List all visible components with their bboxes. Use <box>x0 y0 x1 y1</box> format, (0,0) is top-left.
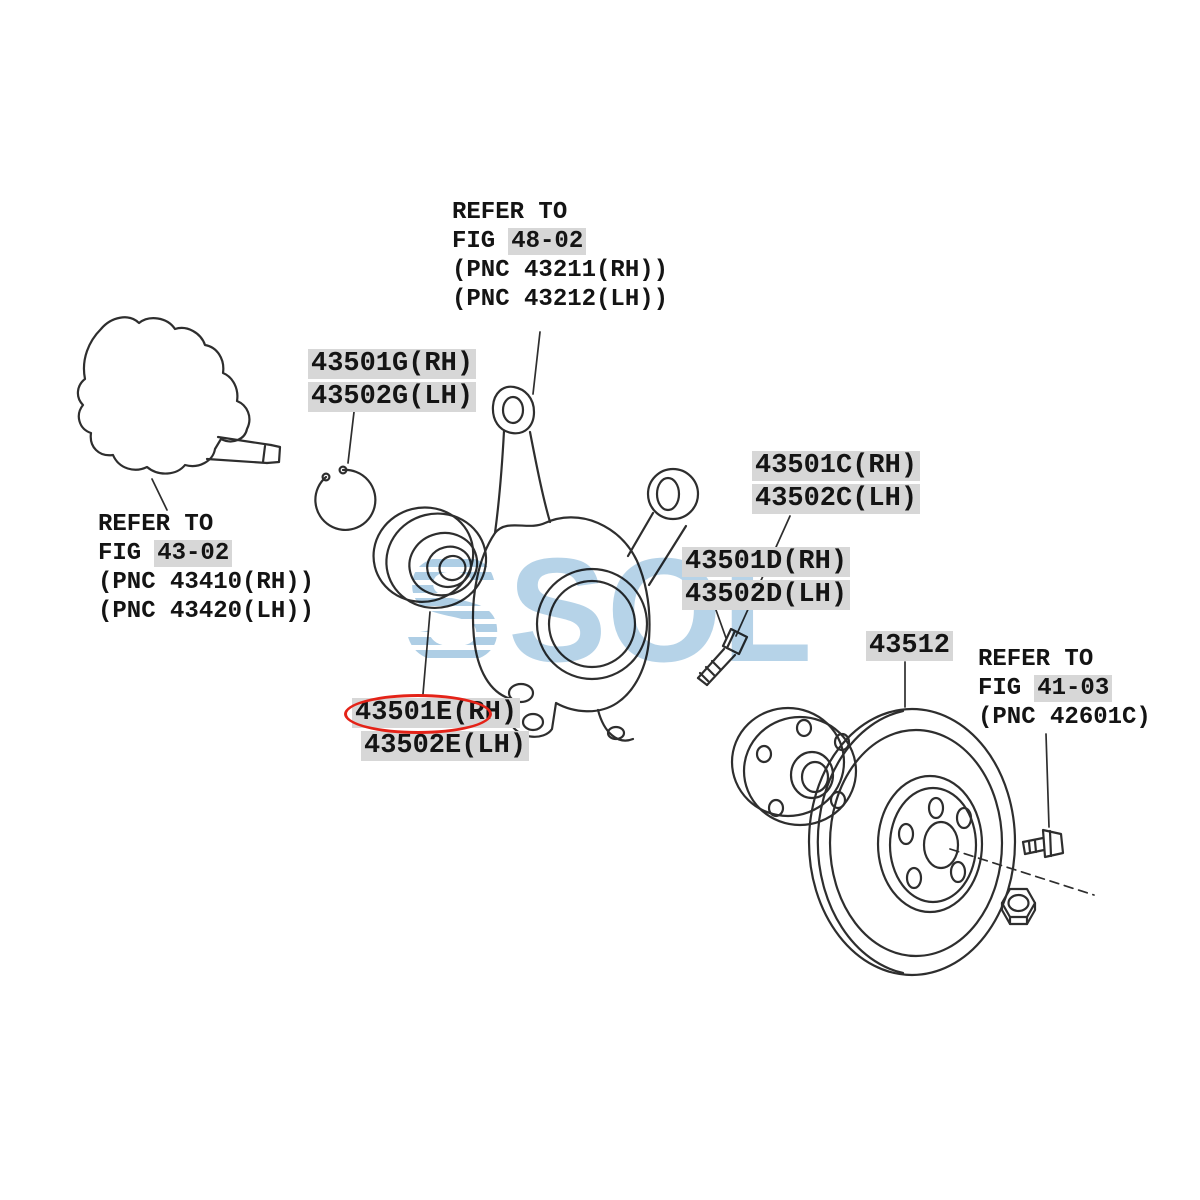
bearing-part-number: 43501E <box>355 698 453 728</box>
wheel-bearing-drawing <box>372 506 488 610</box>
bearing-side-code: (RH) <box>452 698 518 728</box>
watermark-logo-icon: S <box>403 525 503 693</box>
part-number-rh: 43501G(RH) <box>308 348 477 381</box>
snap-ring-drawing <box>314 465 377 531</box>
pnc-rh-text: (PNC 43211(RH)) <box>452 257 669 284</box>
steering-knuckle-drawing <box>471 385 700 742</box>
pnc-rh-text: (PNC 43410(RH)) <box>98 569 315 596</box>
refer-to-text: REFER TO <box>978 646 1094 673</box>
part-number-lh: 43502E(LH) <box>352 730 530 763</box>
lock-nut-drawing <box>1000 887 1037 926</box>
refer-to-text: REFER TO <box>452 199 568 226</box>
part-number-rh: 43501E(RH) <box>352 697 529 730</box>
part-number-lh: 43502G(LH) <box>308 381 477 414</box>
label-hub-c: 43501C(RH) 43502C(LH) <box>752 450 921 516</box>
pnc-lh-text: (PNC 43420(LH)) <box>98 598 315 625</box>
label-snap-ring: 43501G(RH) 43502G(LH) <box>308 348 477 414</box>
axle-stud-bolt-drawing <box>1021 828 1065 859</box>
pnc-text: (PNC 42601C) <box>978 704 1151 731</box>
brake-rotor-drawing <box>807 707 1017 977</box>
label-bearing: 43501E(RH) 43502E(LH) <box>352 697 530 763</box>
part-number-lh: 43502D(LH) <box>682 579 851 612</box>
part-number-lh: 43502C(LH) <box>752 483 921 516</box>
cv-axle-drawing <box>76 316 282 475</box>
hub-bolt-drawing <box>696 627 749 687</box>
fig-number: 43-02 <box>154 540 233 567</box>
fig-number: 41-03 <box>1034 675 1113 702</box>
fig-number: 48-02 <box>508 228 587 255</box>
front-hub-drawing <box>730 706 858 827</box>
part-number-rh: 43501D(RH) <box>682 546 851 579</box>
pnc-lh-text: (PNC 43212(LH)) <box>452 286 669 313</box>
label-rotor: 43512 <box>866 630 954 663</box>
part-number-rh: 43501C(RH) <box>752 450 921 483</box>
refer-to-text: REFER TO <box>98 511 214 538</box>
label-hub-d: 43501D(RH) 43502D(LH) <box>682 546 851 612</box>
part-number: 43512 <box>866 630 954 663</box>
